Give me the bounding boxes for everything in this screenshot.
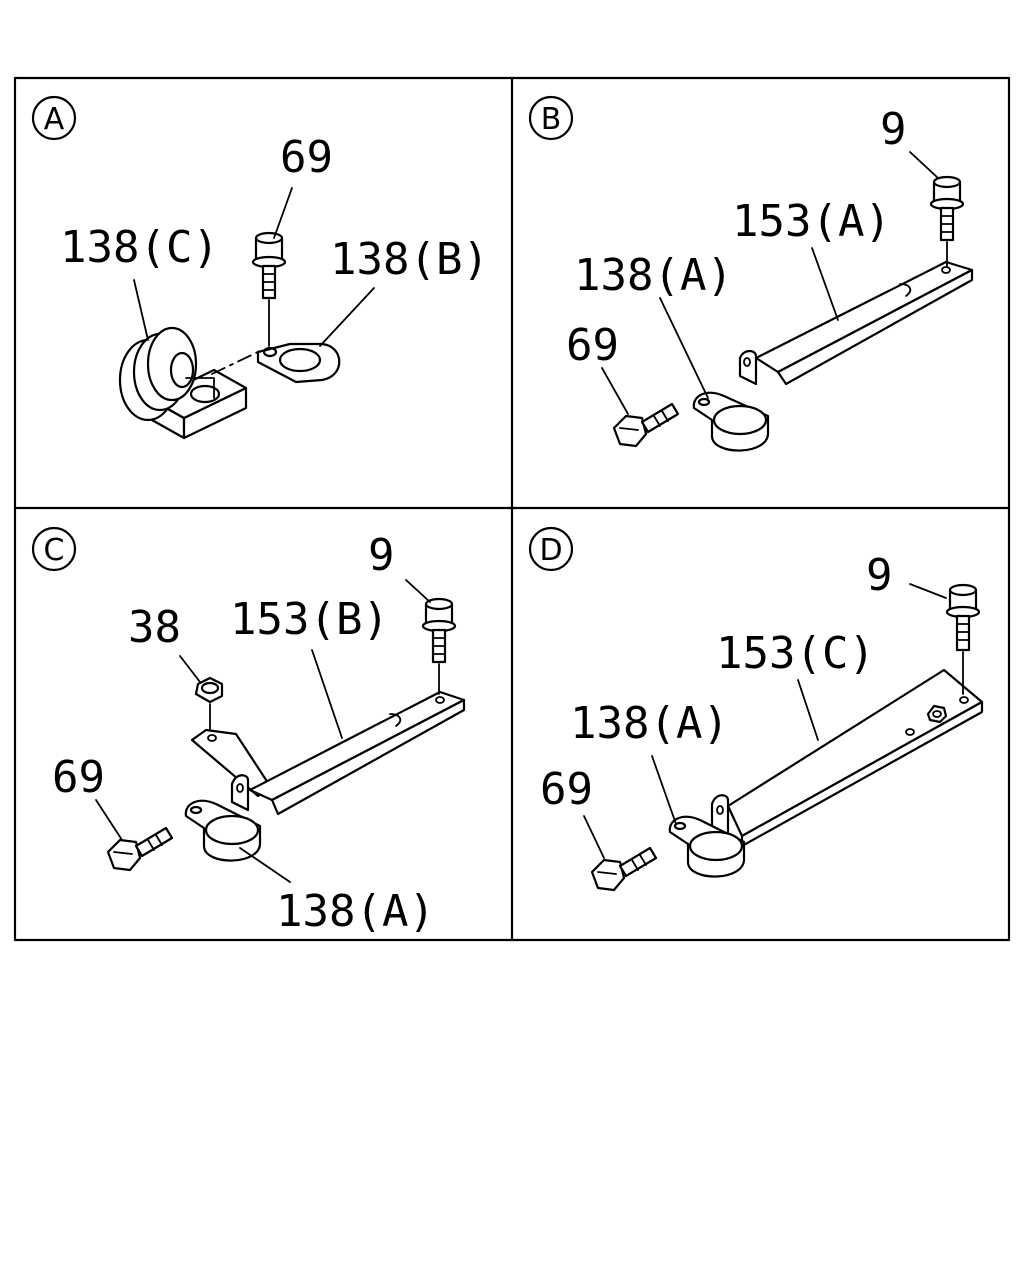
grommet-138c bbox=[118, 326, 248, 440]
bracket-153a bbox=[738, 260, 974, 386]
panel-c-badge: C bbox=[31, 526, 77, 572]
assembly-line bbox=[211, 349, 263, 375]
panel-a-badge: A bbox=[31, 95, 77, 141]
label-9-c: 9 bbox=[368, 530, 395, 581]
panel-c: C bbox=[31, 526, 466, 937]
label-138c: 138(C) bbox=[60, 222, 219, 273]
leader-9-c bbox=[405, 579, 431, 603]
panel-b-id: B bbox=[541, 102, 562, 137]
leader-138a-d bbox=[651, 755, 677, 825]
leader-38 bbox=[179, 655, 201, 683]
clip-138a-c bbox=[184, 799, 262, 862]
leader-138b bbox=[319, 287, 375, 347]
label-9-b: 9 bbox=[880, 104, 907, 155]
bolt-9-b bbox=[929, 175, 965, 267]
leader-69-a bbox=[273, 187, 293, 239]
label-69-a: 69 bbox=[280, 132, 333, 183]
label-138a-c: 138(A) bbox=[276, 886, 435, 937]
leader-138a-c bbox=[239, 847, 291, 883]
panel-d: D bbox=[528, 526, 984, 892]
nut-38 bbox=[194, 676, 224, 731]
leader-153a bbox=[811, 247, 839, 321]
label-69-b: 69 bbox=[566, 320, 619, 371]
leader-153c bbox=[797, 679, 819, 741]
label-9-d: 9 bbox=[866, 550, 893, 601]
panel-b: B bbox=[528, 95, 974, 452]
label-69-d: 69 bbox=[540, 764, 593, 815]
bolt-69-d bbox=[590, 846, 658, 892]
clip-138b bbox=[256, 342, 341, 384]
bolt-69-c bbox=[106, 826, 174, 872]
label-153b: 153(B) bbox=[230, 594, 389, 645]
leader-9-d bbox=[909, 583, 947, 599]
bracket-153b bbox=[190, 690, 466, 816]
label-38: 38 bbox=[128, 602, 181, 653]
label-153a: 153(A) bbox=[732, 196, 891, 247]
leader-9-b bbox=[909, 151, 939, 179]
label-69-c: 69 bbox=[52, 752, 105, 803]
bracket-153c bbox=[710, 668, 984, 848]
label-138a-d: 138(A) bbox=[570, 698, 729, 749]
panel-a-id: A bbox=[44, 102, 65, 137]
label-138a-b: 138(A) bbox=[574, 250, 733, 301]
leader-69-b bbox=[601, 367, 629, 415]
bolt-69-b bbox=[612, 402, 680, 448]
clip-138a-d bbox=[668, 815, 746, 878]
panel-b-badge: B bbox=[528, 95, 574, 141]
panel-c-id: C bbox=[44, 533, 65, 568]
leader-69-d bbox=[583, 815, 605, 859]
bolt-9-d bbox=[945, 583, 981, 695]
panel-frame bbox=[13, 76, 1011, 942]
bolt-69-a bbox=[251, 231, 287, 347]
clip-138a-b bbox=[692, 391, 770, 452]
panel-d-id: D bbox=[539, 533, 562, 568]
bolt-9-c bbox=[421, 597, 457, 695]
leader-153b bbox=[311, 649, 343, 739]
label-138b: 138(B) bbox=[330, 234, 489, 285]
panel-a: A bbox=[31, 95, 489, 440]
leader-138c bbox=[133, 279, 149, 341]
label-153c: 153(C) bbox=[716, 628, 875, 679]
leader-69-c bbox=[95, 799, 123, 841]
leader-138a-b bbox=[659, 297, 709, 399]
panel-d-badge: D bbox=[528, 526, 574, 572]
